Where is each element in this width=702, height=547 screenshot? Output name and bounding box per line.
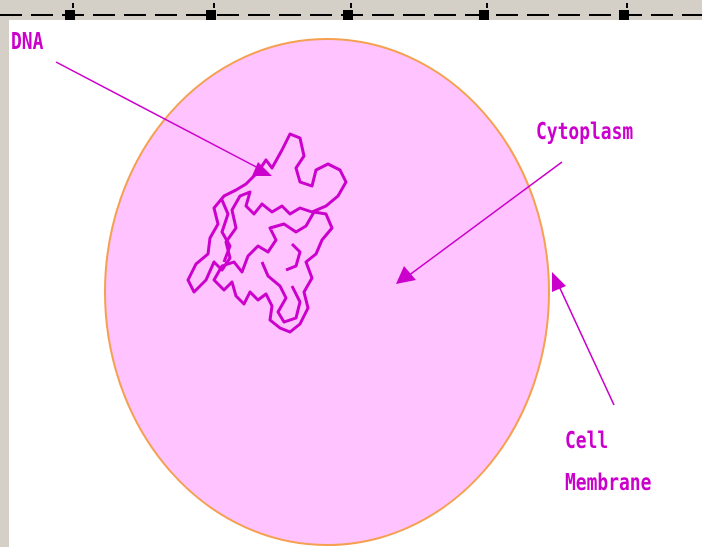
tick-mark: [213, 3, 215, 8]
square-handle-icon[interactable]: [619, 10, 629, 20]
cell-body: [105, 39, 549, 545]
selection-ruler: [0, 0, 702, 28]
square-handle-icon[interactable]: [65, 10, 75, 20]
square-handle-icon[interactable]: [206, 10, 216, 20]
cytoplasm-label: Cytoplasm: [536, 119, 633, 145]
cell-membrane-label-line2: Membrane: [565, 470, 651, 496]
tick-mark: [486, 3, 488, 8]
tick-mark: [626, 3, 628, 8]
cell-diagram: [9, 20, 702, 547]
square-handle-icon[interactable]: [343, 10, 353, 20]
cell-membrane-label-line1: Cell: [565, 428, 608, 454]
drawing-canvas: [9, 20, 702, 547]
tick-mark: [72, 3, 74, 8]
square-handle-icon[interactable]: [479, 10, 489, 20]
dna-label: DNA: [11, 29, 43, 55]
membrane-pointer: [552, 272, 614, 405]
tick-mark: [350, 3, 352, 8]
